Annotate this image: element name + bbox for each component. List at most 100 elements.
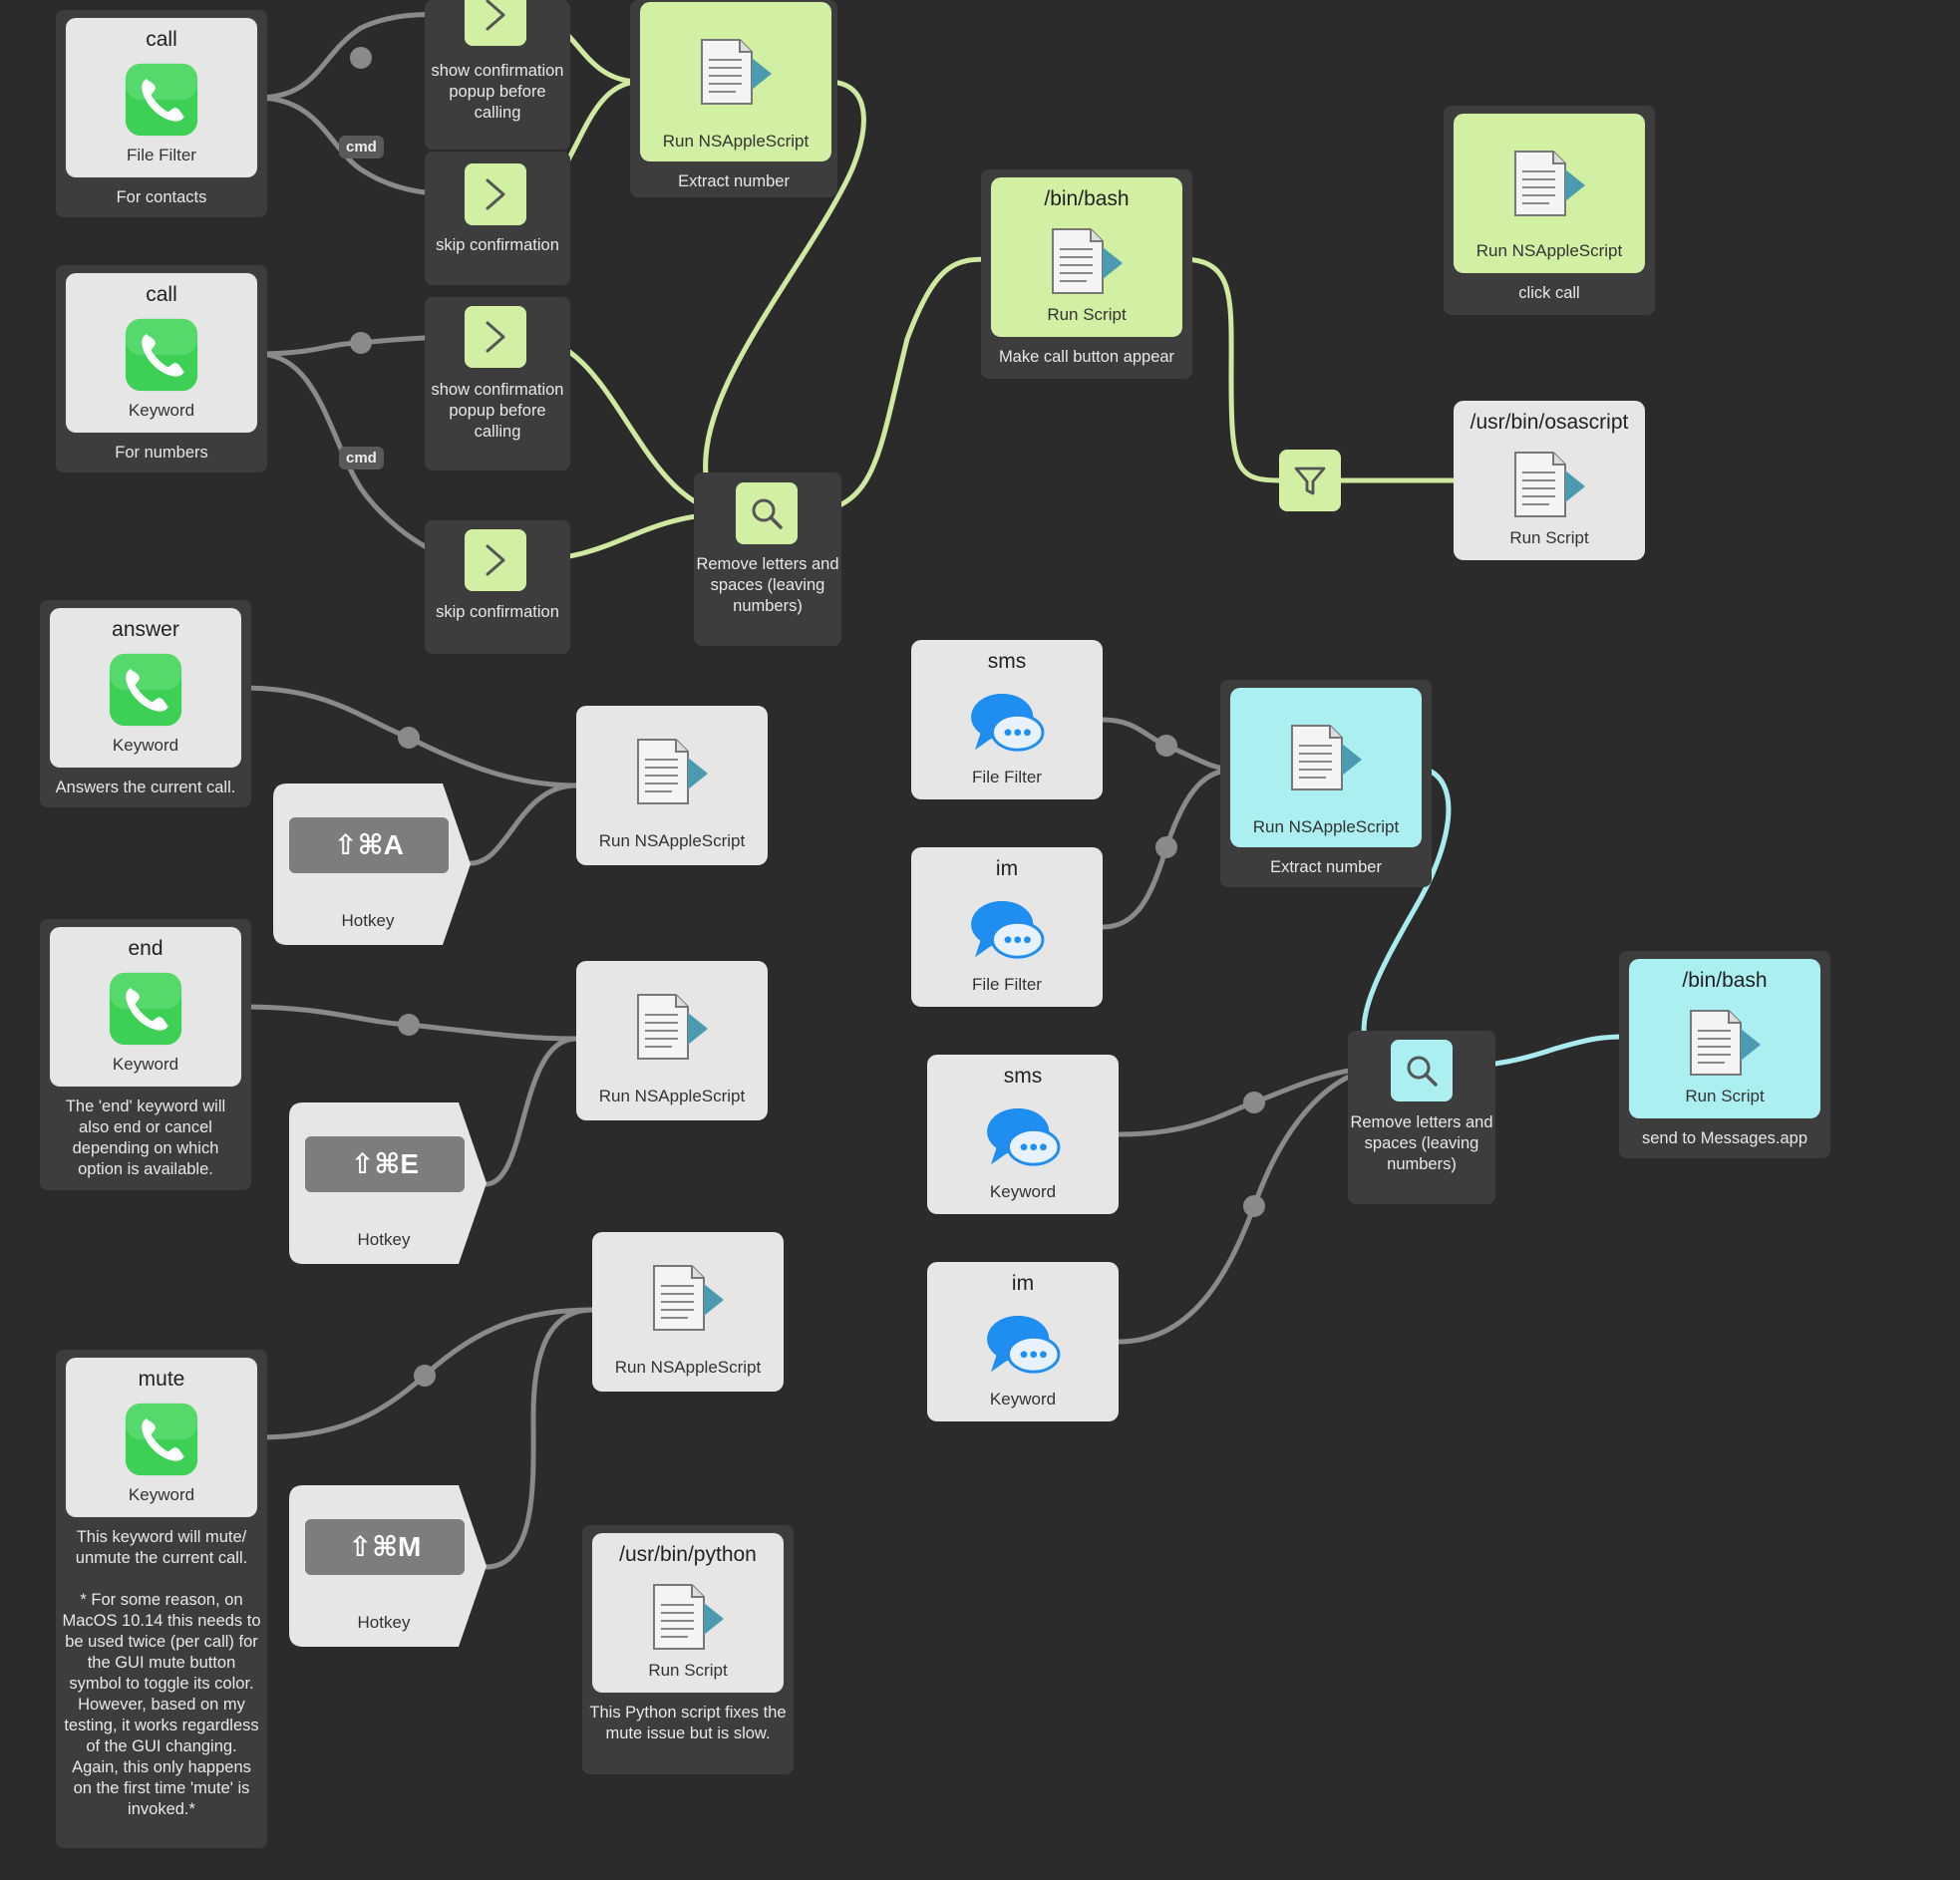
node-title: call (146, 283, 177, 306)
search-icon (747, 493, 787, 533)
messages-icon (985, 1312, 1063, 1380)
call-numbers-keyword[interactable]: call Keyword (66, 273, 257, 433)
node-note: This keyword will mute/ unmute the curre… (62, 1528, 261, 1818)
node-type: Hotkey (357, 1230, 411, 1249)
node-type: Run NSAppleScript (1475, 241, 1623, 260)
script-icon (1509, 451, 1589, 520)
script-icon (632, 738, 712, 807)
im-keyword[interactable]: im Keyword (927, 1262, 1119, 1421)
node-type: Run Script (1047, 305, 1127, 324)
node-note: click call (1518, 284, 1580, 302)
cmd-modifier-badge: cmd (339, 447, 384, 470)
node-type: Run Script (648, 1661, 728, 1680)
node-type: Hotkey (341, 911, 395, 930)
node-type: Keyword (112, 1055, 179, 1074)
node-title: answer (112, 618, 179, 641)
node-type: Run NSAppleScript (598, 831, 746, 850)
node-type: Run Script (1685, 1087, 1765, 1105)
python-script[interactable]: /usr/bin/python Run Script (592, 1533, 784, 1693)
node-title: sms (987, 650, 1027, 673)
node-type: File Filter (972, 975, 1042, 994)
sms-file-filter[interactable]: sms File Filter (911, 640, 1103, 799)
node-note: Answers the current call. (55, 779, 236, 796)
end-keyword[interactable]: end Keyword (50, 927, 241, 1087)
call-contacts-filter[interactable]: call File Filter (66, 18, 257, 177)
node-type: Run NSAppleScript (598, 1087, 746, 1105)
messages-icon (969, 897, 1047, 965)
node-title: /usr/bin/python (619, 1543, 757, 1566)
node-type: Run NSAppleScript (662, 132, 810, 151)
node-note: skip confirmation (436, 236, 559, 254)
node-note: skip confirmation (436, 603, 559, 621)
node-title: im (1011, 1272, 1035, 1295)
script-icon (1047, 227, 1127, 297)
script-icon (648, 1583, 728, 1653)
bash-top-script[interactable]: /bin/bash Run Script (991, 177, 1182, 337)
node-type: Run NSAppleScript (1252, 817, 1400, 836)
phone-icon (108, 971, 183, 1047)
hotkey-a-keys: ⇧⌘A (289, 817, 449, 873)
skip-2-chip[interactable] (465, 529, 526, 591)
filter-chip[interactable] (1279, 450, 1341, 511)
phone-icon (124, 62, 199, 138)
bash-cyan-script[interactable]: /bin/bash Run Script (1629, 959, 1820, 1118)
node-title: /bin/bash (1682, 969, 1768, 992)
node-type: Keyword (989, 1182, 1057, 1201)
node-note: send to Messages.app (1641, 1129, 1808, 1147)
script-icon (1509, 150, 1589, 219)
node-title: end (128, 937, 163, 960)
node-type: Keyword (989, 1390, 1057, 1409)
answer-keyword[interactable]: answer Keyword (50, 608, 241, 768)
node-title: im (995, 857, 1019, 880)
extract-cyan-script[interactable]: Run NSAppleScript (1230, 688, 1422, 847)
mute-keyword[interactable]: mute Keyword (66, 1358, 257, 1517)
node-title: mute (138, 1368, 185, 1391)
messages-icon (985, 1104, 1063, 1172)
im-file-filter[interactable]: im File Filter (911, 847, 1103, 1007)
remove-top-chip[interactable] (736, 482, 798, 544)
node-note: For contacts (116, 188, 207, 206)
mute-script[interactable]: Run NSAppleScript (592, 1232, 784, 1392)
node-note: Extract number (1270, 858, 1382, 876)
hotkey-e-keys: ⇧⌘E (305, 1136, 465, 1192)
osascript-script[interactable]: /usr/bin/osascript Run Script (1454, 401, 1645, 560)
hotkey-m-keys: ⇧⌘M (305, 1519, 465, 1575)
node-type: Run Script (1509, 528, 1589, 547)
node-note: show confirmation popup before calling (431, 62, 564, 122)
phone-icon (124, 317, 199, 393)
node-type: Keyword (112, 736, 179, 755)
extract-top-script[interactable]: Run NSAppleScript (640, 2, 831, 161)
chevron-right-icon (476, 540, 515, 580)
node-note: Remove letters and spaces (leaving numbe… (1350, 1113, 1493, 1173)
phone-icon (124, 1402, 199, 1477)
script-icon (632, 993, 712, 1063)
confirm-2-chip[interactable] (465, 306, 526, 368)
phone-icon (108, 652, 183, 728)
node-title: /bin/bash (1044, 187, 1130, 210)
end-script[interactable]: Run NSAppleScript (576, 961, 768, 1120)
node-note: Extract number (678, 172, 790, 190)
sms-keyword[interactable]: sms Keyword (927, 1055, 1119, 1214)
node-type: Keyword (128, 401, 195, 420)
node-note: The 'end' keyword will also end or cance… (65, 1097, 226, 1178)
answer-script[interactable]: Run NSAppleScript (576, 706, 768, 865)
node-note: For numbers (115, 444, 208, 462)
node-type: Hotkey (357, 1613, 411, 1632)
node-note: Remove letters and spaces (leaving numbe… (696, 555, 839, 615)
node-type: File Filter (972, 768, 1042, 786)
chevron-right-icon (476, 0, 515, 35)
messages-icon (969, 690, 1047, 758)
script-icon (1685, 1009, 1765, 1079)
filter-icon (1290, 461, 1330, 500)
confirm-1-chip[interactable] (465, 0, 526, 46)
node-note: Make call button appear (998, 348, 1175, 366)
skip-1-chip[interactable] (465, 163, 526, 225)
cmd-modifier-badge: cmd (339, 136, 384, 158)
script-icon (1286, 724, 1366, 793)
node-note: show confirmation popup before calling (431, 381, 564, 441)
click-call-script[interactable]: Run NSAppleScript (1454, 114, 1645, 273)
remove-cyan-chip[interactable] (1391, 1040, 1453, 1101)
node-title: /usr/bin/osascript (1470, 411, 1629, 434)
chevron-right-icon (476, 174, 515, 214)
